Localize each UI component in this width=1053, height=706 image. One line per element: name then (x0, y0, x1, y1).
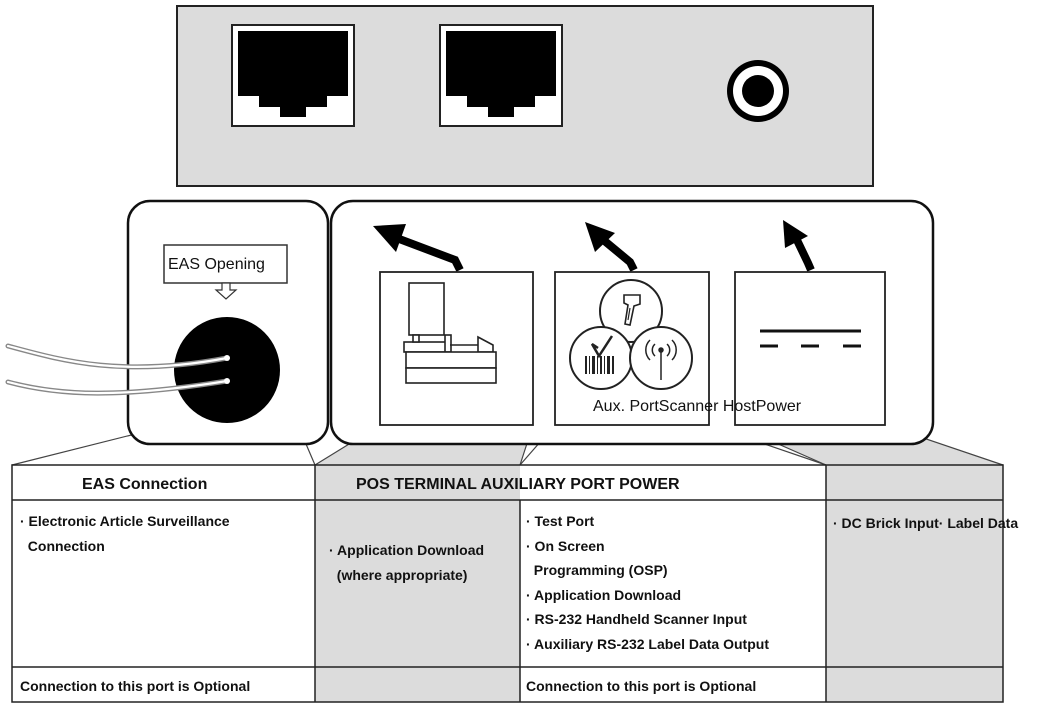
aux-item: · On Screen (526, 537, 605, 554)
arrow-icon (783, 220, 815, 272)
pos-terminal-header: POS TERMINAL AUXILIARY PORT POWER (356, 476, 680, 493)
eas-port-box (126, 199, 330, 446)
aux-item: · Auxiliary RS-232 Label Data Output (526, 635, 769, 652)
rear-panel (176, 5, 874, 187)
terminal-item: (where appropriate) (329, 566, 468, 583)
barcode-icon (585, 335, 614, 374)
aux-item: · Application Download (526, 586, 682, 603)
aux-footer: Connection to this port is Optional (526, 678, 757, 694)
power-jack-icon (727, 60, 789, 122)
eas-opening-label: EAS Opening (168, 256, 265, 273)
rj45-jack-icon (231, 24, 355, 127)
handheld-scanner-icon (623, 294, 641, 326)
eas-cable-icon (5, 343, 230, 396)
aux-item: · RS-232 Handheld Scanner Input (526, 611, 747, 627)
eas-item: Connection (20, 537, 105, 554)
power-port-icon-box (734, 271, 886, 426)
eas-connection-header: EAS Connection (82, 476, 208, 493)
eas-footer: Connection to this port is Optional (20, 678, 251, 694)
port-info-table (11, 464, 1004, 703)
rj45-jack-icon (439, 24, 563, 127)
terminal-item: · Application Download (329, 542, 485, 558)
pos-terminal-icon (403, 282, 497, 384)
power-item: · DC Brick Input· Label Data (833, 515, 1019, 531)
port-caption: Aux. PortScanner HostPower (593, 398, 802, 415)
eas-opening-callout (163, 244, 288, 300)
terminal-port-icon-box (379, 271, 534, 426)
aux-item: Programming (OSP) (526, 562, 668, 578)
eas-port-circle (174, 317, 280, 423)
dc-power-symbol-icon (760, 329, 861, 348)
arrow-icon (585, 222, 638, 272)
arrow-icon (373, 224, 464, 272)
aux-port-icon-box (554, 271, 710, 426)
eas-items-cell: · Electronic Article Surveillance Connec… (20, 509, 230, 558)
aux-item: · Test Port (526, 513, 595, 529)
eas-item: · Electronic Article Surveillance (20, 513, 230, 529)
power-items-cell: · DC Brick Input· Label Data (833, 511, 1018, 536)
terminal-items-cell: · Application Download (where appropriat… (329, 538, 484, 587)
aux-items-cell: · Test Port · On Screen Programming (OSP… (526, 509, 769, 656)
antenna-icon (645, 339, 677, 380)
